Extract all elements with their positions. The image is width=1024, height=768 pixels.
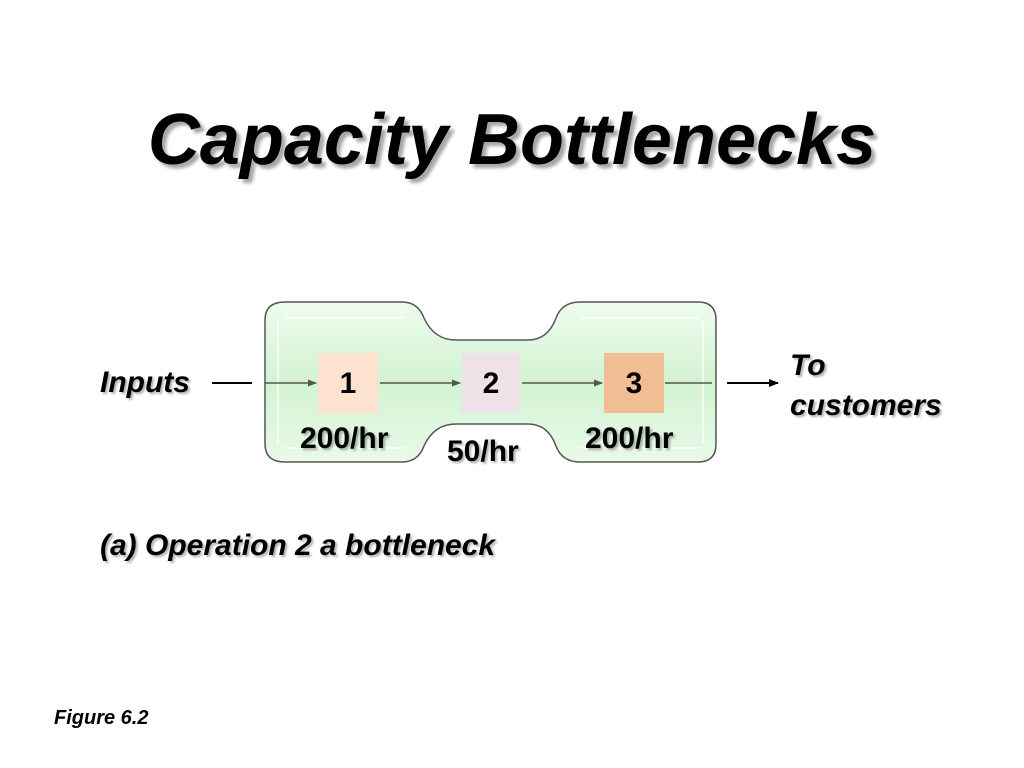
to-customers-label: To customers xyxy=(790,346,942,426)
diagram-caption: (a) Operation 2 a bottleneck xyxy=(100,529,496,562)
slide-title: Capacity Bottlenecks xyxy=(147,100,877,180)
operation-1: 1 xyxy=(318,353,378,413)
operation-3-box xyxy=(604,353,664,413)
operation-1-box xyxy=(318,353,378,413)
operation-3-label: 3 xyxy=(626,367,643,400)
figure-label: Figure 6.2 xyxy=(54,707,149,729)
operation-2-label: 2 xyxy=(483,367,500,400)
operation-3-rate: 200/hr xyxy=(585,422,674,455)
operation-2: 2 xyxy=(462,353,520,413)
operation-2-rate: 50/hr xyxy=(447,435,519,468)
inputs-label: Inputs xyxy=(100,366,190,399)
operation-1-label: 1 xyxy=(340,367,357,400)
to-customers-line-1: To xyxy=(790,349,826,382)
pipe-highlights xyxy=(277,317,704,449)
to-customers-line-2: customers xyxy=(790,389,942,422)
operation-2-box xyxy=(462,353,520,413)
operation-3: 3 xyxy=(604,353,664,413)
operation-1-rate: 200/hr xyxy=(300,422,389,455)
